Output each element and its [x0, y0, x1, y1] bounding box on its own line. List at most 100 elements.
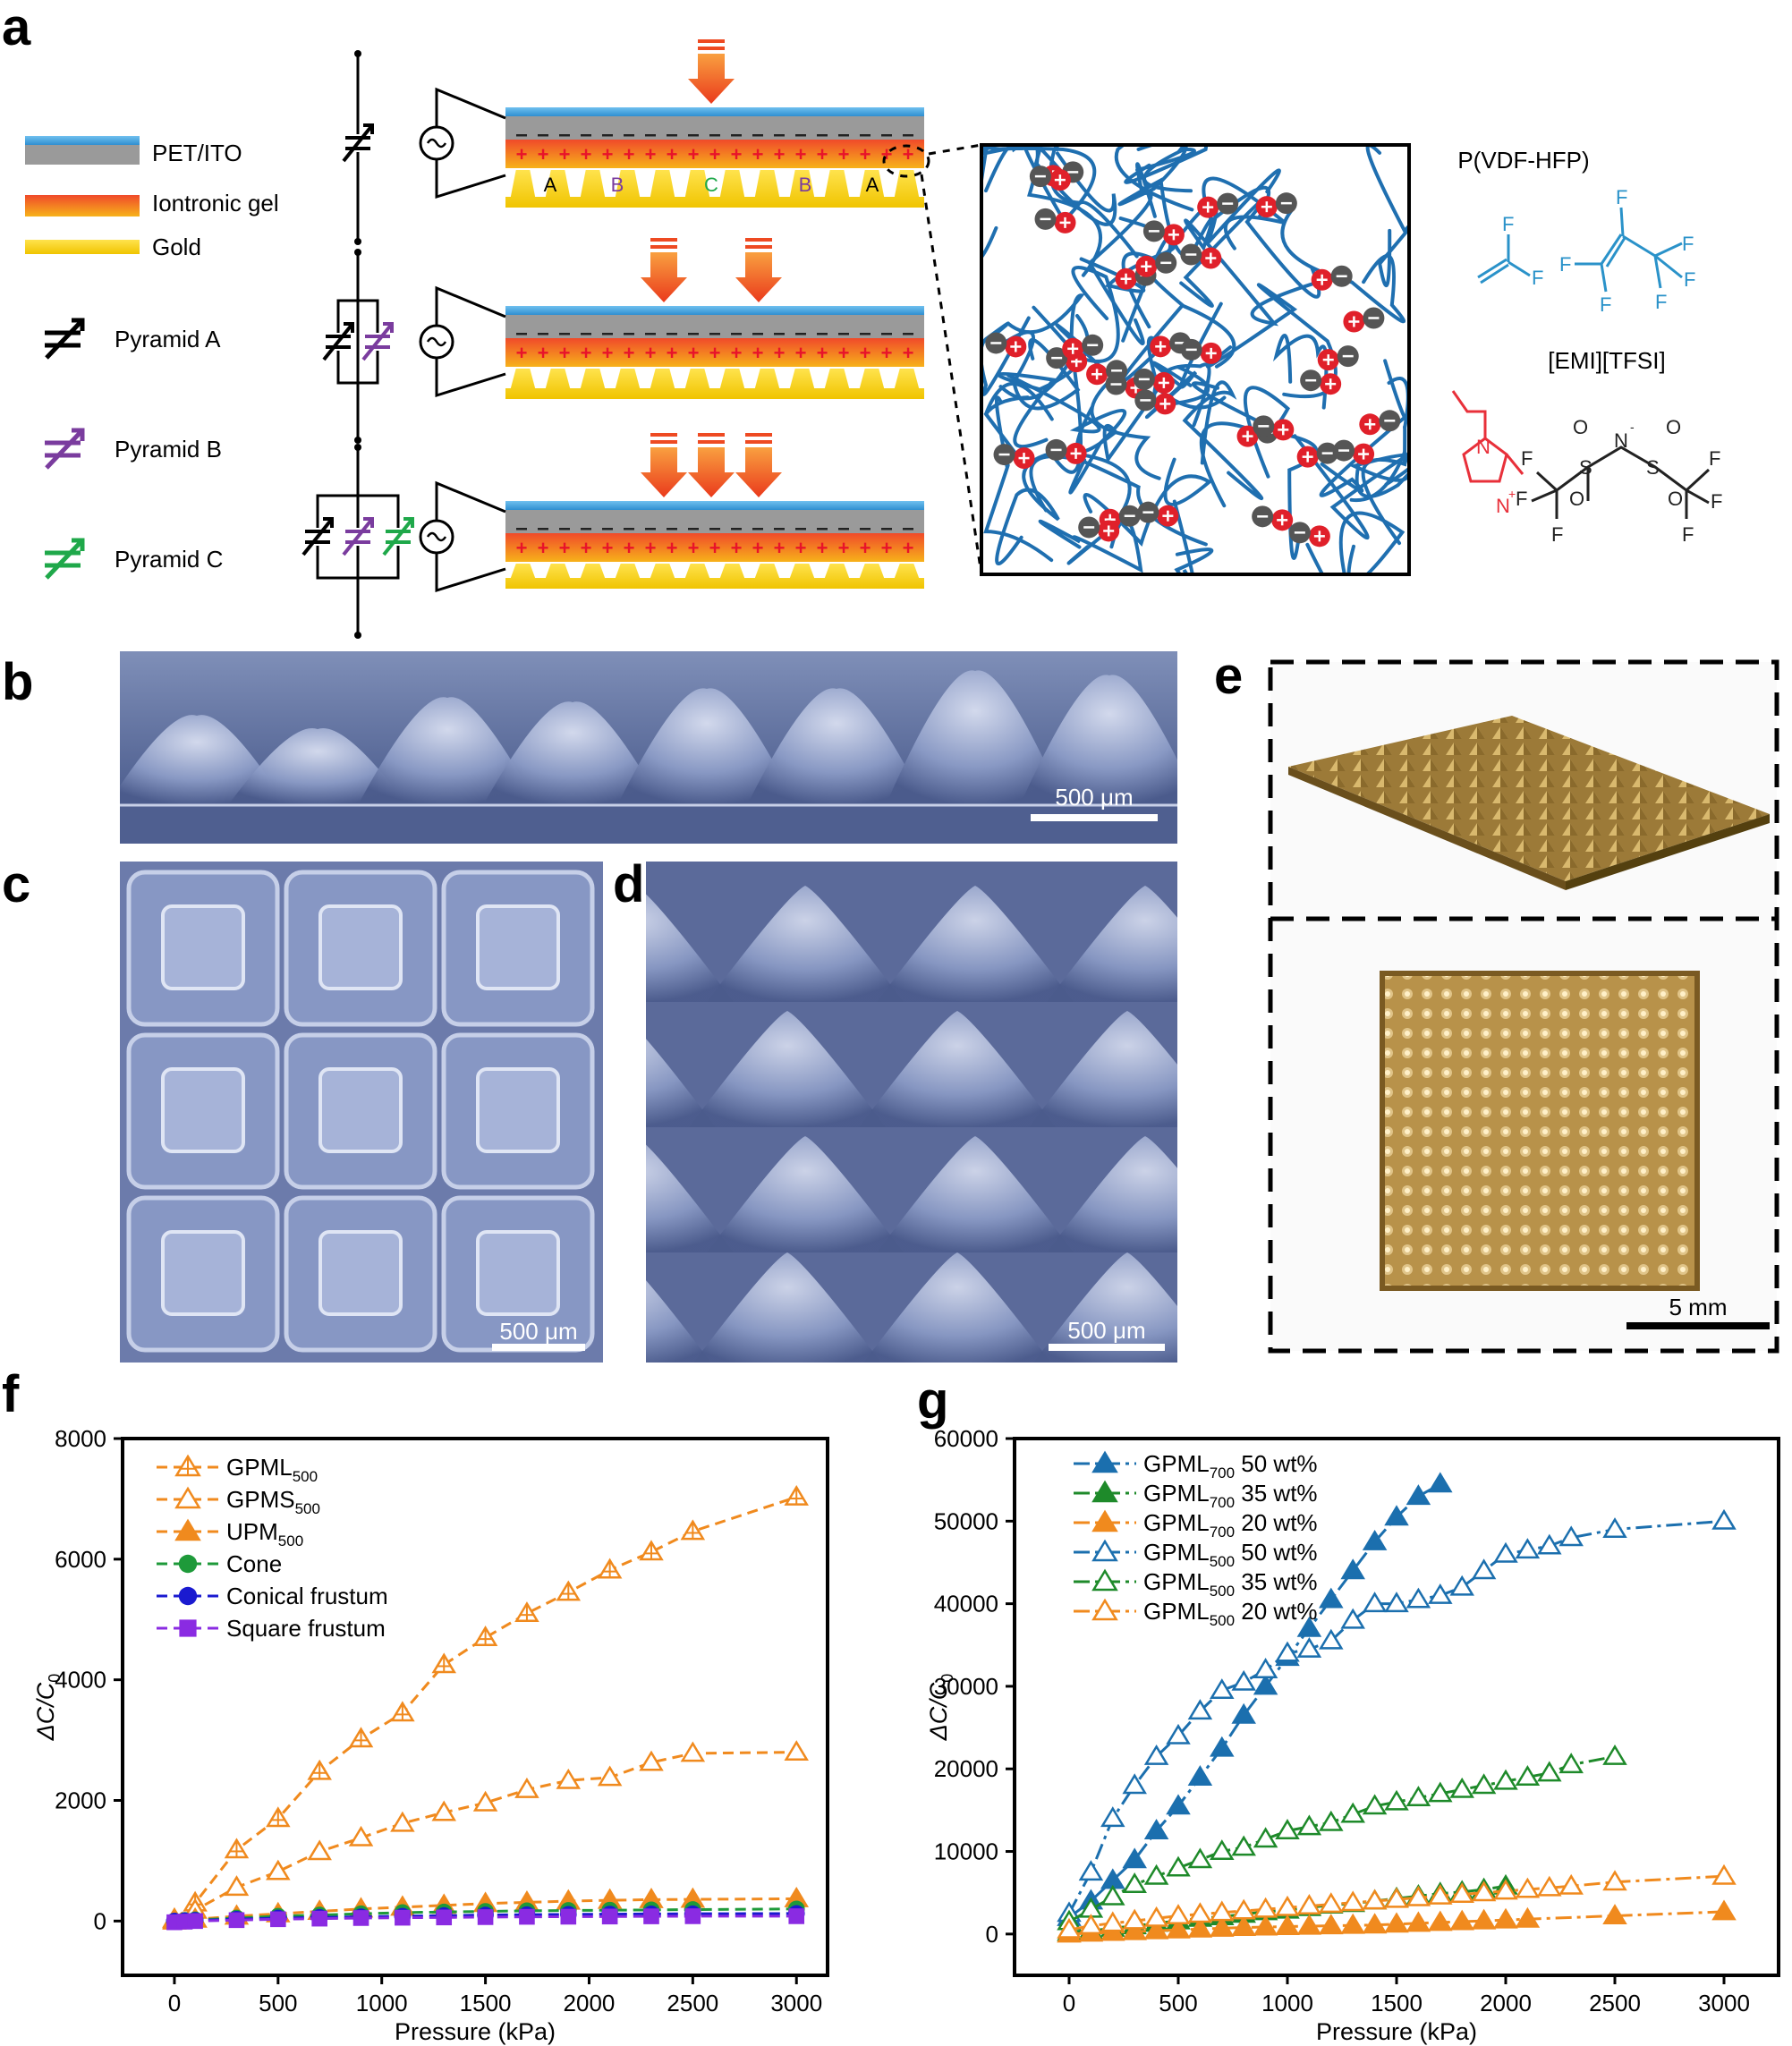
data-point — [1231, 1702, 1256, 1724]
minus-charge — [538, 528, 548, 531]
data-point — [1537, 1533, 1562, 1555]
x-tick-label: 0 — [168, 1990, 181, 2016]
legend-pyramid-a: Pyramid A — [115, 326, 221, 352]
data-point — [1100, 1806, 1125, 1828]
press-arrow-icon — [698, 433, 725, 437]
minus-charge — [817, 333, 828, 335]
press-arrow-icon — [688, 447, 735, 497]
sem-pyramid — [1047, 886, 1177, 1002]
plus-charge: + — [731, 537, 743, 559]
data-point — [1253, 1914, 1278, 1936]
plus-charge: + — [516, 342, 528, 364]
minus-charge — [881, 134, 892, 137]
legend-marker — [1091, 1598, 1118, 1621]
svg-text:F: F — [1559, 253, 1571, 276]
plus-charge: + — [817, 342, 828, 364]
polymer-chain — [1293, 434, 1407, 540]
plus-charge: + — [752, 143, 764, 166]
data-point — [1515, 1538, 1541, 1559]
data-point — [1143, 1744, 1169, 1765]
plus-charge: + — [624, 537, 635, 559]
data-point — [1711, 1899, 1737, 1921]
sem-pyramid-top — [476, 904, 560, 990]
data-point — [1515, 1906, 1541, 1928]
polymer-chain — [1348, 447, 1407, 503]
press-arrow-icon — [698, 47, 725, 50]
data-point — [1210, 1915, 1235, 1937]
panel-letter-b: b — [2, 653, 33, 711]
minus-charge — [667, 134, 677, 137]
plus-charge: + — [838, 342, 850, 364]
data-point — [395, 1909, 411, 1926]
data-point — [1493, 1541, 1518, 1563]
data-point — [1210, 1839, 1235, 1861]
data-point — [1187, 1916, 1213, 1938]
panel-letter-f: f — [2, 1365, 20, 1423]
data-point — [788, 1908, 805, 1924]
data-point — [1166, 1723, 1191, 1745]
plus-charge: + — [581, 143, 592, 166]
plus-charge: + — [817, 143, 828, 166]
minus-charge — [774, 134, 785, 137]
sem-top-view-image: 500 μm — [120, 862, 603, 1363]
y-axis-label: ΔC/C0 — [925, 1674, 956, 1742]
polymer-chain — [1083, 457, 1213, 548]
legend-marker — [1091, 1539, 1118, 1562]
svg-text:F: F — [1711, 490, 1722, 513]
gel-layer — [505, 140, 924, 168]
svg-text:S: S — [1579, 456, 1592, 479]
press-arrow-icon — [650, 245, 677, 249]
minus-charge — [667, 528, 677, 531]
data-point — [519, 1908, 535, 1925]
plus-charge: + — [795, 537, 807, 559]
data-point — [1319, 1914, 1344, 1935]
sem-tilted-view-image: 500 μm — [646, 862, 1177, 1363]
legend-marker — [178, 1586, 198, 1606]
data-point — [1296, 1814, 1322, 1836]
plus-charge: + — [817, 537, 828, 559]
plus-charge: + — [709, 143, 721, 166]
plus-charge: + — [838, 143, 850, 166]
minus-charge — [645, 134, 656, 137]
minus-charge — [624, 333, 634, 335]
y-axis-label: ΔC/C0 — [32, 1674, 64, 1742]
data-point — [477, 1909, 494, 1925]
svg-text:S: S — [1646, 456, 1660, 479]
data-point — [1166, 1794, 1191, 1815]
svg-text:F: F — [1600, 293, 1611, 316]
data-point — [1166, 1904, 1191, 1925]
data-point — [1166, 1855, 1191, 1877]
minus-charge — [838, 528, 849, 531]
y-tick-label: 8000 — [55, 1425, 106, 1452]
wire — [435, 480, 506, 593]
legend-iontronic-gel: Iontronic gel — [152, 190, 279, 216]
x-tick-label: 2000 — [564, 1990, 616, 2016]
x-axis-label: Pressure (kPa) — [395, 2018, 556, 2045]
emi-cation-structure-icon — [1451, 390, 1524, 483]
data-point — [307, 1839, 332, 1861]
vdf-hfp-structure-icon — [1477, 207, 1683, 293]
minus-charge — [581, 333, 591, 335]
data-point — [311, 1910, 327, 1927]
minus-charge — [881, 528, 892, 531]
data-point — [1231, 1898, 1256, 1920]
ac-wave — [426, 138, 447, 149]
minus-charge — [860, 134, 871, 137]
ac-wave — [426, 336, 447, 347]
plus-charge: + — [538, 537, 549, 559]
svg-text:F: F — [1684, 268, 1695, 291]
data-point — [1384, 1505, 1409, 1526]
minus-charge — [731, 528, 742, 531]
sem-pyramid — [886, 670, 1065, 805]
data-point — [1471, 1908, 1497, 1930]
minus-charge — [516, 333, 527, 335]
pyramid-letter: A — [866, 174, 879, 196]
cap-arrowhead — [323, 517, 334, 528]
minus-charge — [752, 333, 763, 335]
data-point — [1406, 1484, 1431, 1506]
series-line — [174, 1897, 797, 1923]
data-point — [1275, 1819, 1300, 1839]
minus-charge — [581, 528, 591, 531]
data-point — [643, 1908, 659, 1924]
